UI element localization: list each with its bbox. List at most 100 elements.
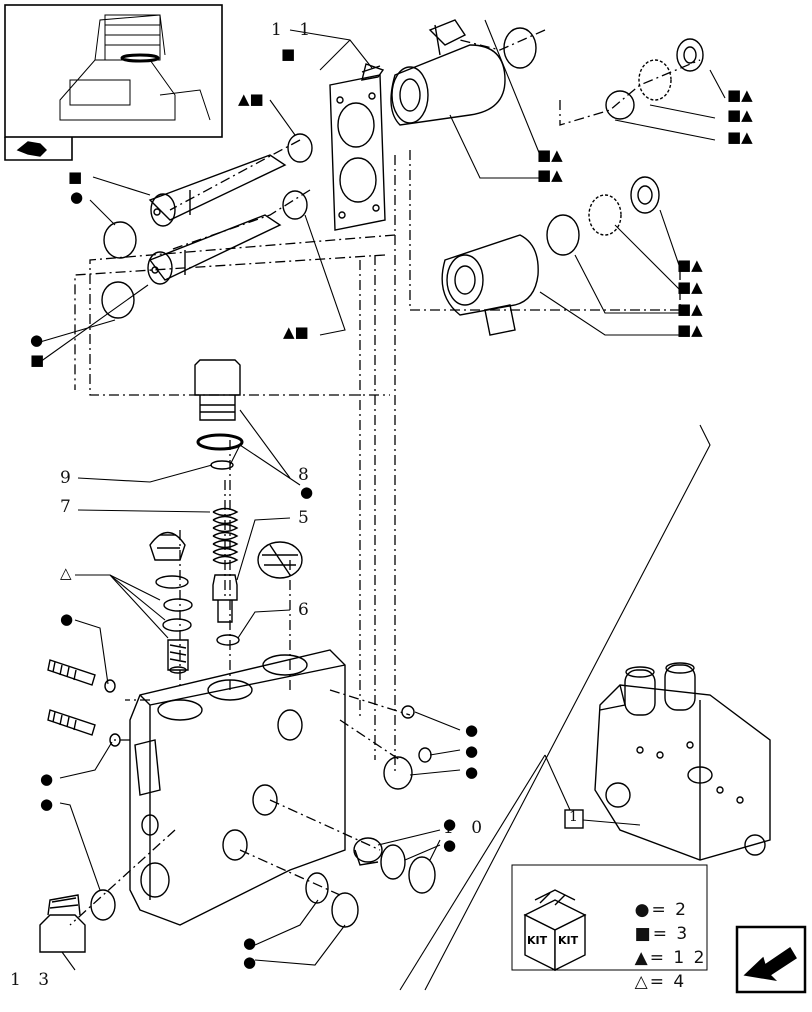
plug-8 xyxy=(194,359,241,421)
marker-circle: ● xyxy=(465,742,479,760)
marker-square-triangle: ■▲ xyxy=(677,256,703,274)
marker-square-triangle: ■▲ xyxy=(727,128,753,146)
callout-box-1 xyxy=(564,809,584,829)
o-ring xyxy=(305,872,329,904)
o-ring-small xyxy=(401,705,415,719)
label-8: 8 xyxy=(298,465,315,485)
legend-symbol: △ xyxy=(634,972,650,992)
legend-row: ●= 2 xyxy=(605,880,688,940)
spool-upper xyxy=(148,154,287,227)
assembled-valve xyxy=(594,662,771,861)
marker-circle: ● xyxy=(40,795,54,813)
o-ring xyxy=(90,889,116,921)
marker-triangle-square: ▲■ xyxy=(283,323,309,341)
marker-circle: ● xyxy=(443,836,457,854)
o-ring xyxy=(408,856,436,894)
bearing-upper xyxy=(605,38,704,120)
seal-ring xyxy=(503,27,537,69)
kit-label-left: KIT xyxy=(527,934,548,947)
label-9: 9 xyxy=(60,468,77,488)
marker-circle: ● xyxy=(70,188,84,206)
label-11: 1 1 xyxy=(271,20,317,40)
leader-lines xyxy=(39,19,726,991)
o-ring xyxy=(163,598,193,612)
seal-6 xyxy=(216,634,240,646)
thumbnail-tractor-icon[interactable] xyxy=(4,4,223,161)
legend-symbol: ● xyxy=(634,900,652,920)
o-ring xyxy=(155,575,189,589)
marker-square-triangle: ■▲ xyxy=(727,86,753,104)
bolt xyxy=(47,659,96,686)
marker-square-triangle: ■▲ xyxy=(537,146,563,164)
o-ring xyxy=(287,133,313,163)
marker-circle: ● xyxy=(465,763,479,781)
cap-right xyxy=(257,541,303,579)
marker-square-triangle: ■▲ xyxy=(727,106,753,124)
marker-circle: ● xyxy=(243,934,257,952)
label-13: 1 3 xyxy=(10,970,56,990)
marker-open-triangle: △ xyxy=(60,564,72,582)
legend-value: = 4 xyxy=(649,972,687,992)
marker-square-triangle: ■▲ xyxy=(677,321,703,339)
solenoid-upper xyxy=(390,19,506,126)
plug-13 xyxy=(39,894,86,953)
washer xyxy=(104,679,116,693)
o-ring xyxy=(383,756,413,790)
marker-square-triangle: ■▲ xyxy=(677,300,703,318)
o-ring xyxy=(331,892,359,928)
gasket-plate xyxy=(329,63,386,231)
marker-circle: ● xyxy=(30,331,44,349)
bearing-lower xyxy=(588,176,660,236)
relief-cartridge xyxy=(167,639,189,674)
o-ring xyxy=(282,190,308,220)
label-5: 5 xyxy=(298,508,315,528)
marker-circle: ● xyxy=(443,815,457,833)
label-7: 7 xyxy=(60,497,77,517)
seal-ring xyxy=(546,214,580,256)
legend-value: = 2 xyxy=(651,900,688,920)
plug-10 xyxy=(353,837,383,866)
legend-symbol: ■ xyxy=(634,924,653,944)
legend-value: = 1 2 xyxy=(649,948,707,968)
o-ring xyxy=(162,618,192,632)
legend-row: △= 4 xyxy=(605,952,686,1012)
legend-value: = 3 xyxy=(652,924,690,944)
marker-square: ■ xyxy=(30,351,45,369)
marker-circle: ● xyxy=(40,770,54,788)
bolt xyxy=(47,709,96,736)
marker-square-triangle: ■▲ xyxy=(537,166,563,184)
spring-7 xyxy=(212,507,239,565)
marker-triangle-square: ▲■ xyxy=(238,90,264,108)
marker-circle: ● xyxy=(465,721,479,739)
o-ring xyxy=(380,844,406,880)
spool-lower xyxy=(147,214,282,285)
legend-row: ▲= 1 2 xyxy=(605,928,706,988)
label-6: 6 xyxy=(298,600,315,620)
marker-square-triangle: ■▲ xyxy=(677,278,703,296)
legend-symbol: ▲ xyxy=(634,948,650,968)
marker-square: ■ xyxy=(68,168,83,186)
label-10: 1 0 xyxy=(443,818,489,838)
marker-circle: ● xyxy=(243,953,257,971)
washer xyxy=(109,733,121,747)
marker-circle: ● xyxy=(60,610,74,628)
kit-box-icon xyxy=(523,889,587,972)
kit-label-right: KIT xyxy=(558,934,579,947)
thumbnail-arrow-icon xyxy=(16,141,47,157)
label-1: 1 xyxy=(569,809,578,825)
relief-cap xyxy=(149,531,186,561)
o-ring-small xyxy=(418,747,432,763)
marker-square: ■ xyxy=(281,45,296,63)
return-arrow-icon[interactable] xyxy=(735,925,807,994)
o-ring xyxy=(103,221,137,259)
piston-5 xyxy=(212,574,238,623)
marker-circle: ● xyxy=(300,483,314,501)
kit-legend-box xyxy=(511,864,708,972)
valve-body xyxy=(129,649,346,926)
o-ring-8 xyxy=(196,433,244,451)
solenoid-lower xyxy=(441,234,539,336)
legend-row: ■= 3 xyxy=(605,904,689,964)
o-ring xyxy=(101,281,135,319)
